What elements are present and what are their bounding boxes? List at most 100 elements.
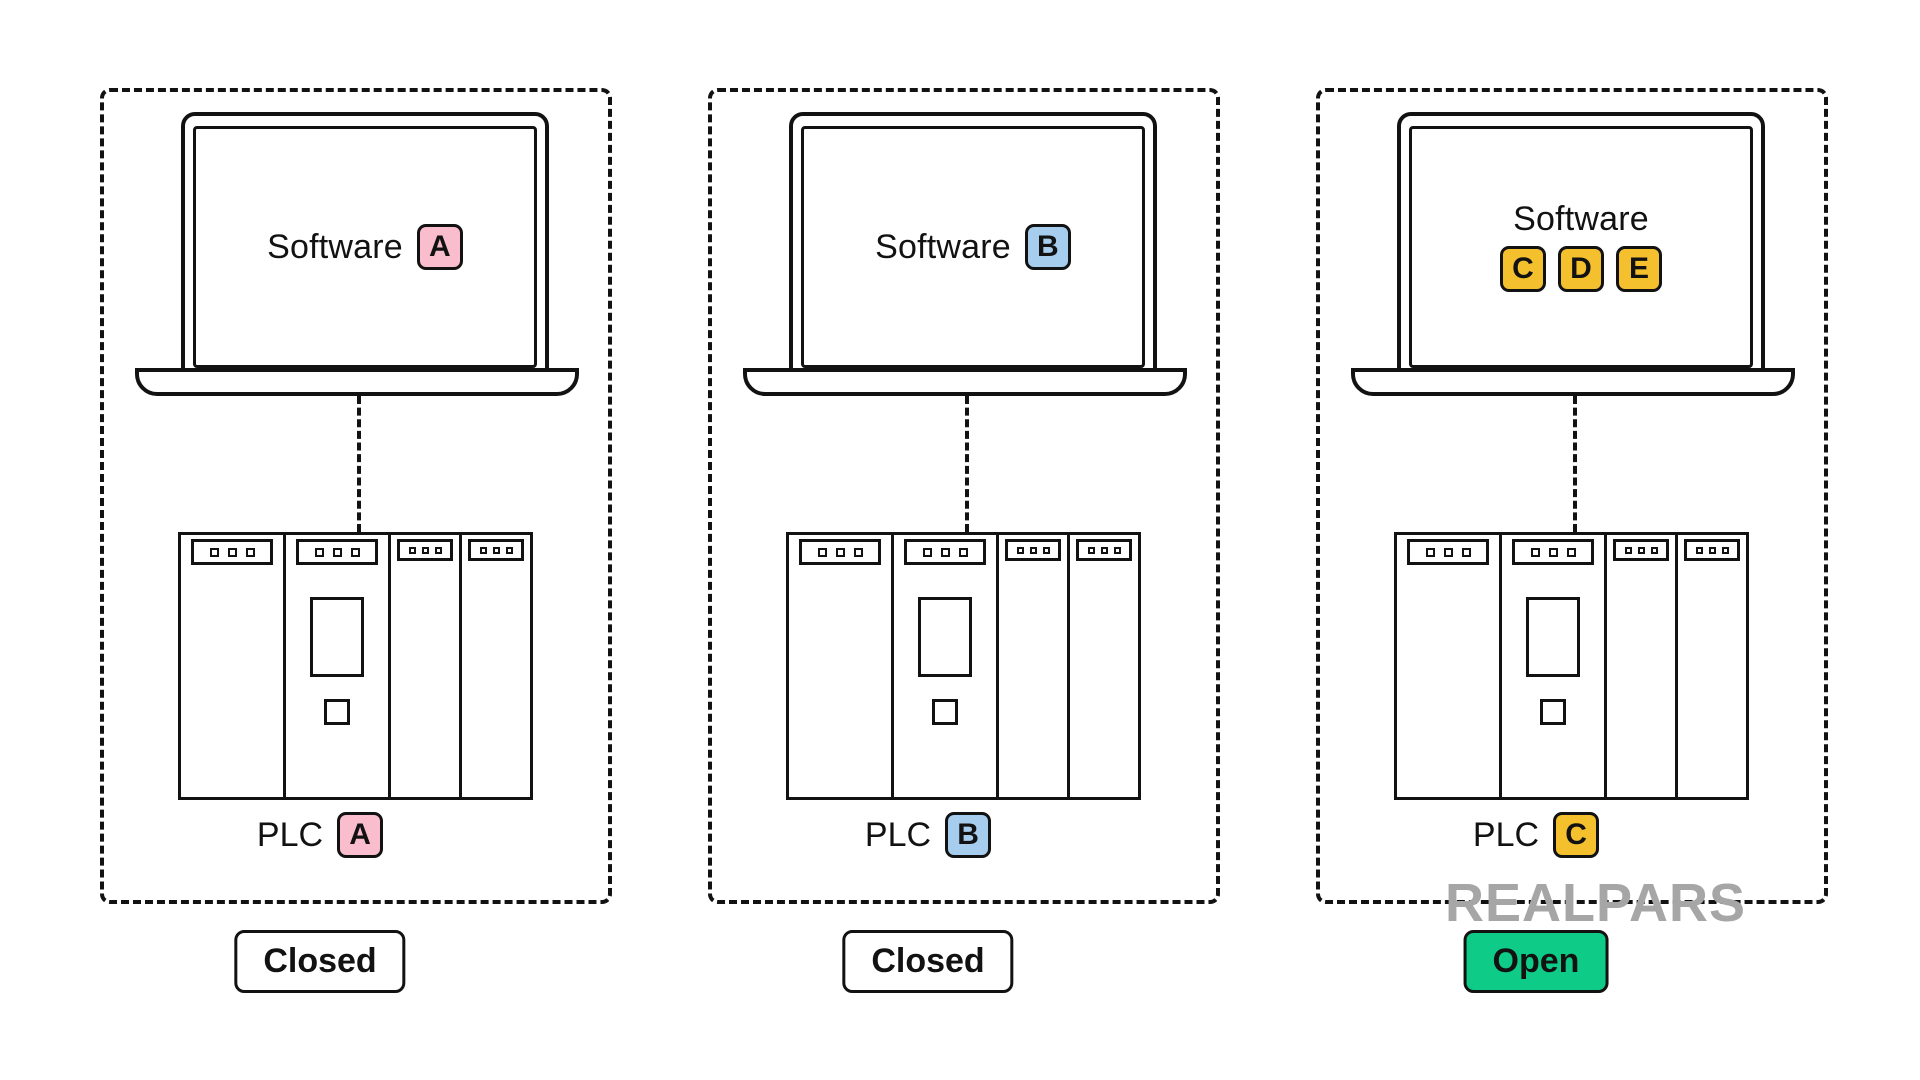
plc-rack [1394,532,1754,800]
software-group: Software A [267,224,463,270]
laptop-base [743,368,1187,396]
module-connector [397,539,453,561]
connector-pin [1029,546,1037,554]
connector-pin [835,547,845,557]
laptop-screen: Software A [193,126,537,368]
cpu-display-screen [310,597,364,677]
status-badge-closed[interactable]: Closed [842,930,1014,994]
plc-module-3 [1604,532,1678,800]
cpu-mode-button [1540,699,1566,725]
software-badge-b: B [1024,224,1071,270]
module-connector [1407,539,1489,565]
connector-pin [505,546,513,554]
plc-module-1 [178,532,286,800]
module-connector [191,539,273,565]
module-connector [296,539,378,565]
connector-pin [1087,546,1095,554]
system-boundary-box [100,88,612,904]
connector-pin [1650,546,1658,554]
software-label: Software [1513,200,1649,238]
connector-pin [1016,546,1024,554]
laptop-base [135,368,579,396]
connector-pin [227,547,237,557]
connector-pin [817,547,827,557]
software-group: Software C D E [1500,202,1662,292]
connector-pin [314,547,324,557]
laptop-lid: Software C D E [1397,112,1765,372]
cpu-display-screen [918,597,972,677]
module-connector [1076,539,1132,561]
connector-pin [245,547,255,557]
connector-pin [209,547,219,557]
plc-module-2-cpu [891,532,999,800]
laptop-plc-connection-line [357,396,361,532]
plc-module-2-cpu [283,532,391,800]
connector-pin [853,547,863,557]
laptop-illustration: Software B [743,112,1187,396]
software-badge-e: E [1616,246,1662,292]
connector-pin [1425,547,1435,557]
module-connector [1512,539,1594,565]
laptop-plc-connection-line [1573,396,1577,532]
plc-caption: PLC B [608,812,1248,858]
plc-rack [178,532,538,800]
module-connector [468,539,524,561]
plc-module-3 [996,532,1070,800]
software-group: Software B [875,224,1071,270]
plc-badge-b: B [945,812,992,858]
connector-pin [940,547,950,557]
plc-label: PLC [864,816,932,854]
software-badge-c: C [1500,246,1546,292]
plc-module-4 [1067,532,1141,800]
plc-module-1 [1394,532,1502,800]
status-badge-open[interactable]: Open [1463,930,1609,994]
cpu-display-screen [1526,597,1580,677]
connector-pin [350,547,360,557]
panel-closed-b: Software B [608,0,1248,1080]
module-connector [1005,539,1061,561]
module-connector [799,539,881,565]
plc-module-4 [1675,532,1749,800]
connector-pin [1461,547,1471,557]
connector-pin [434,546,442,554]
laptop-illustration: Software C D E [1351,112,1795,396]
plc-label: PLC [1472,816,1540,854]
connector-pin [1100,546,1108,554]
connector-pin [1530,547,1540,557]
cpu-mode-button [932,699,958,725]
connector-pin [1566,547,1576,557]
connector-pin [1695,546,1703,554]
connector-pin [332,547,342,557]
laptop-lid: Software B [789,112,1157,372]
status-badge-closed[interactable]: Closed [234,930,406,994]
laptop-lid: Software A [181,112,549,372]
software-badge-a: A [416,224,463,270]
connector-pin [1042,546,1050,554]
connector-pin [922,547,932,557]
laptop-plc-connection-line [965,396,969,532]
software-badge-d: D [1558,246,1604,292]
laptop-screen: Software B [801,126,1145,368]
software-badge-row: C D E [1500,246,1662,292]
cpu-mode-button [324,699,350,725]
plc-caption: PLC A [0,812,640,858]
connector-pin [958,547,968,557]
laptop-base [1351,368,1795,396]
system-boundary-box [708,88,1220,904]
connector-pin [1548,547,1558,557]
software-label: Software [267,228,403,266]
panel-open-c: Software C D E [1216,0,1856,1080]
plc-badge-a: A [337,812,384,858]
connector-pin [1721,546,1729,554]
laptop-illustration: Software A [135,112,579,396]
plc-module-1 [786,532,894,800]
connector-pin [408,546,416,554]
plc-badge-c: C [1553,812,1600,858]
connector-pin [1113,546,1121,554]
plc-module-2-cpu [1499,532,1607,800]
system-boundary-box [1316,88,1828,904]
plc-module-3 [388,532,462,800]
software-label: Software [875,228,1011,266]
module-connector [1613,539,1669,561]
